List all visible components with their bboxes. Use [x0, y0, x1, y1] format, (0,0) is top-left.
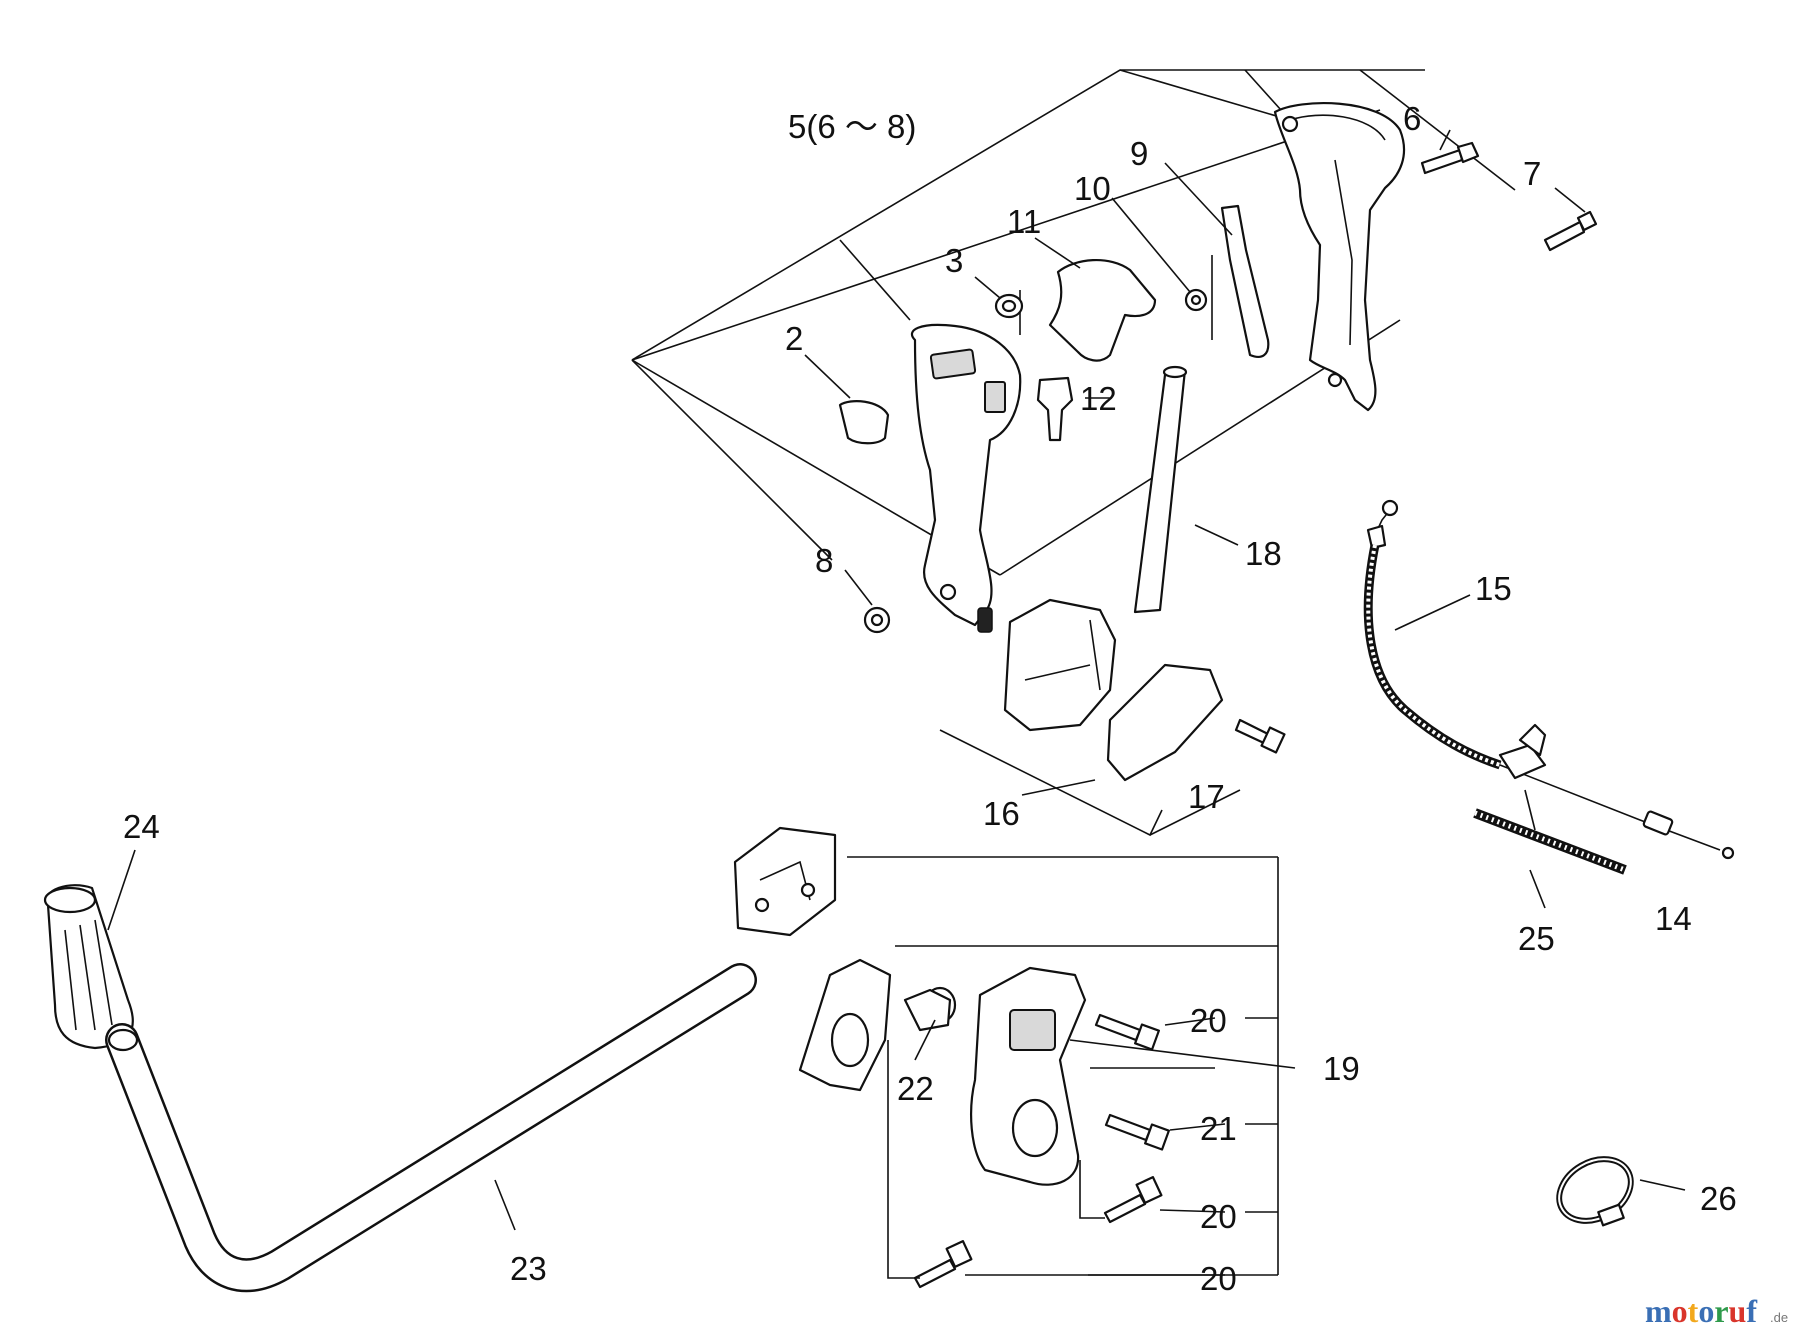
callout-26: 26 [1700, 1180, 1737, 1217]
callout-2: 2 [785, 320, 803, 357]
callout-11: 11 [1007, 203, 1041, 240]
callout-20-a: 20 [1190, 1002, 1227, 1039]
throttle-cable-15 [1363, 499, 1735, 860]
tube-18 [1133, 365, 1188, 614]
callout-20-b: 20 [1200, 1198, 1237, 1235]
callout-8: 8 [815, 542, 833, 579]
bolt-21 [1104, 1113, 1170, 1151]
callout-18: 18 [1245, 535, 1282, 572]
callout-3: 3 [945, 242, 963, 279]
spring-3 [994, 293, 1024, 319]
callout-22: 22 [897, 1070, 934, 1107]
watermark-logo: motoruf .de [1645, 1293, 1788, 1329]
callout-23: 23 [510, 1250, 547, 1287]
clamp-bracket-16 [1003, 598, 1117, 732]
watermark-text: motoruf [1645, 1293, 1757, 1329]
watermark-suffix: .de [1770, 1310, 1788, 1325]
callout-19: 19 [1323, 1050, 1360, 1087]
callout-labels: 5(6 ～ 8) 6 7 9 10 11 3 2 12 8 18 15 16 1… [123, 100, 1737, 1297]
callout-5: 5(6 ～ 8) [788, 108, 916, 145]
trigger-11 [1019, 259, 1157, 362]
clamp-cover-17 [1106, 663, 1224, 782]
callout-10: 10 [1074, 170, 1111, 207]
callout-20-c: 20 [1200, 1260, 1237, 1297]
callout-14: 14 [1655, 900, 1692, 937]
button-2 [838, 400, 890, 445]
handle-right-half [1273, 101, 1405, 412]
callout-21: 21 [1200, 1110, 1237, 1147]
handle-left-half [910, 323, 1022, 633]
callout-7: 7 [1523, 155, 1541, 192]
leader-lines [107, 129, 1686, 1276]
callout-17: 17 [1188, 778, 1225, 815]
handlebar-23 [105, 963, 757, 1293]
screw-7 [1543, 210, 1598, 252]
bolt-17 [1234, 718, 1286, 754]
bolt-20-c [913, 1240, 973, 1289]
callout-12: 12 [1080, 380, 1117, 417]
callout-24: 24 [123, 808, 160, 845]
grip-24 [43, 884, 134, 1050]
callout-15: 15 [1475, 570, 1512, 607]
switch-12 [1036, 376, 1074, 442]
bolt-20-b [1103, 1176, 1163, 1224]
nut-10 [1184, 288, 1208, 312]
clamp-housing-19 [970, 966, 1087, 1186]
screw-6 [1420, 141, 1480, 175]
mount-plate [798, 958, 892, 1092]
assembly-bracket-19 [847, 856, 1296, 1276]
bushing-22 [903, 986, 957, 1032]
bolt-20-a [1094, 1013, 1160, 1051]
spring-25 [1473, 808, 1627, 875]
hose-clamp-26 [1556, 1156, 1634, 1227]
nut-8 [863, 606, 891, 634]
callout-9: 9 [1130, 135, 1148, 172]
lever-9 [1211, 204, 1270, 358]
callout-16: 16 [983, 795, 1020, 832]
callout-25: 25 [1518, 920, 1555, 957]
callout-6: 6 [1403, 100, 1421, 137]
block-part [733, 826, 837, 937]
